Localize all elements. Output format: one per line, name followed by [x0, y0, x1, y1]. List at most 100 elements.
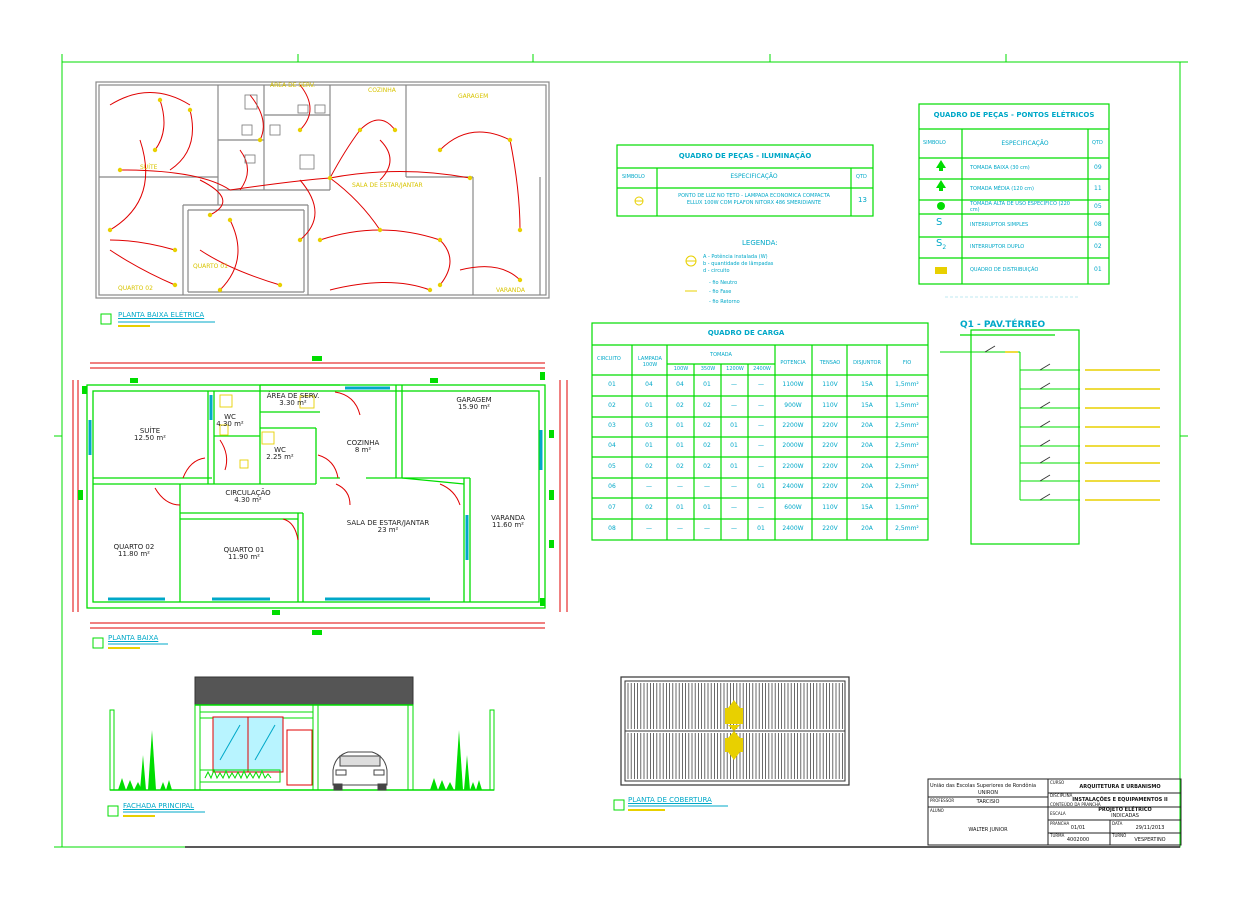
tb-escala: INDICADAS	[1111, 813, 1139, 819]
load-table-cell: 02	[703, 442, 711, 449]
load-table-cell: 01	[730, 463, 738, 470]
electric-label-quarto01: QUARTO 01	[193, 263, 228, 270]
load-table-cell: —	[677, 483, 683, 490]
title-block-grid	[927, 778, 1182, 846]
tb-professor-label: PROFESSOR	[930, 798, 955, 803]
tb-professor: TARCISIO	[976, 799, 1000, 805]
tb-curso-label: CURSO	[1050, 780, 1065, 785]
load-table-cell: —	[704, 483, 710, 490]
legend-item-b: b - quantidade de lâmpadas	[703, 261, 774, 267]
load-table-cell: 2,5mm²	[895, 442, 919, 449]
load-table-cell: 20A	[861, 442, 873, 449]
lamp-symbol-icon	[634, 196, 644, 206]
tb-data-label: DATA	[1112, 821, 1123, 826]
lighting-row-spec-2: ELLUX 100W COM PLAFON NITORX 486 SMERIDI…	[686, 200, 822, 206]
load-h-sub: 2400W	[753, 366, 771, 372]
parts-table-title: QUADRO DE PEÇAS - PONTOS ELÉTRICOS	[933, 111, 1095, 119]
electric-plan-wiring	[109, 84, 521, 291]
electric-label-garagem: GARAGEM	[458, 93, 489, 100]
load-table-cell: —	[704, 525, 710, 532]
lighting-h-qty: QTD	[856, 174, 867, 180]
load-table-cell: 2400W	[782, 525, 804, 532]
tb-prancha: 01/01	[1070, 825, 1086, 831]
load-table-cell: —	[731, 525, 737, 532]
facade	[107, 676, 495, 817]
unifilar-title: Q1 - PAV.TÉRREO	[960, 320, 1046, 330]
floor-plan-doors	[154, 391, 461, 541]
load-table-cell: 15A	[861, 402, 873, 409]
parts-row-spec: TOMADA MÉDIA (120 cm)	[970, 186, 1034, 192]
tb-institution-sub: UNIRON	[977, 790, 999, 796]
load-table-cell: 01	[730, 422, 738, 429]
load-h-lampada: LAMPADA 100W	[638, 356, 662, 368]
load-table-cell: 01	[703, 381, 711, 388]
roof-arrow-down-icon	[725, 731, 743, 760]
load-table-cell: 02	[608, 402, 616, 409]
load-table-cell: 220V	[822, 422, 838, 429]
load-table-cell: 15A	[861, 504, 873, 511]
load-table-cell: 01	[676, 442, 684, 449]
load-table-cell: 04	[676, 381, 684, 388]
tb-institution: União das Escolas Superiores de Rondônia	[930, 783, 1037, 789]
load-table-cell: —	[731, 483, 737, 490]
legend-item-a: A - Potência instalada (W)	[703, 254, 768, 260]
tb-escala-label: ESCALA	[1050, 811, 1066, 816]
parts-row-qty: 01	[1094, 266, 1102, 273]
load-table-cell: 2,5mm²	[895, 422, 919, 429]
electric-label-suite: SUÍTE	[140, 164, 158, 171]
load-table-cell: 07	[608, 504, 616, 511]
load-table-cell: 900W	[784, 402, 802, 409]
load-table-cell: 1,5mm²	[895, 381, 919, 388]
load-table-cell: 2000W	[782, 442, 804, 449]
load-table-cell: 01	[757, 525, 765, 532]
parts-row-qty: 02	[1094, 243, 1102, 250]
legend-item-retorno: - fio Retorno	[709, 299, 740, 305]
load-table-cell: 02	[676, 402, 684, 409]
tb-data: 29/11/2013	[1135, 825, 1165, 831]
lighting-h-symbol: SIMBOLO	[622, 174, 645, 180]
parts-row-qty: 11	[1094, 185, 1102, 192]
tb-turma: 4002000	[1066, 837, 1090, 843]
load-h-sub: 350W	[700, 366, 716, 372]
lighting-row-spec-1: PONTO DE LUZ NO TETO - LAMPADA ECONOMICA…	[678, 193, 830, 199]
load-table-cell: 110V	[822, 504, 838, 511]
legend-symbols	[685, 255, 697, 292]
load-table-cell: 20A	[861, 525, 873, 532]
load-table-cell: 2,5mm²	[895, 483, 919, 490]
electric-plan-points	[107, 97, 523, 293]
electric-label-varanda: VARANDA	[496, 287, 525, 294]
tb-conteudo-label: CONTEÚDO DA PRANCHA	[1050, 802, 1101, 807]
load-table-cell: 01	[645, 442, 653, 449]
load-h-tomada: TOMADA	[710, 352, 732, 358]
load-table-cell: 02	[703, 402, 711, 409]
legend-item-fase: - fio Fase	[709, 289, 732, 295]
load-table-cell: 110V	[822, 381, 838, 388]
tb-aluno: WALTER JUNIOR	[968, 827, 1008, 833]
load-table-cell: 1,5mm²	[895, 504, 919, 511]
load-table-cell: 15A	[861, 381, 873, 388]
tb-conteudo: PROJETO ELÉTRICO	[1098, 807, 1152, 813]
load-table-cell: 08	[608, 525, 616, 532]
load-table-cell: 04	[608, 442, 616, 449]
parts-row-spec: INTERRUPTOR SIMPLES	[970, 222, 1029, 228]
parts-h-spec: ESPECIFICAÇÃO	[1001, 140, 1049, 147]
floor-plan-title: PLANTA BAIXA	[108, 634, 159, 642]
parts-row-spec: INTERRUPTOR DUPLO	[970, 244, 1025, 250]
load-table-cell: 20A	[861, 422, 873, 429]
load-h-circuito: CIRCUITO	[597, 356, 621, 362]
load-table-cell: 01	[676, 422, 684, 429]
load-h-fio: FIO	[902, 360, 912, 366]
floor-title-icon	[92, 637, 168, 649]
load-table-cell: 220V	[822, 442, 838, 449]
load-h-potencia: POTENCIA	[780, 360, 806, 366]
parts-row-qty: 09	[1094, 164, 1102, 171]
parts-symbol-icons	[935, 160, 947, 274]
load-table-cell: 02	[703, 422, 711, 429]
load-table-cell: 05	[608, 463, 616, 470]
load-table-cell: 01	[730, 442, 738, 449]
load-h-sub: 100W	[673, 366, 689, 372]
load-table-cell: 2200W	[782, 463, 804, 470]
